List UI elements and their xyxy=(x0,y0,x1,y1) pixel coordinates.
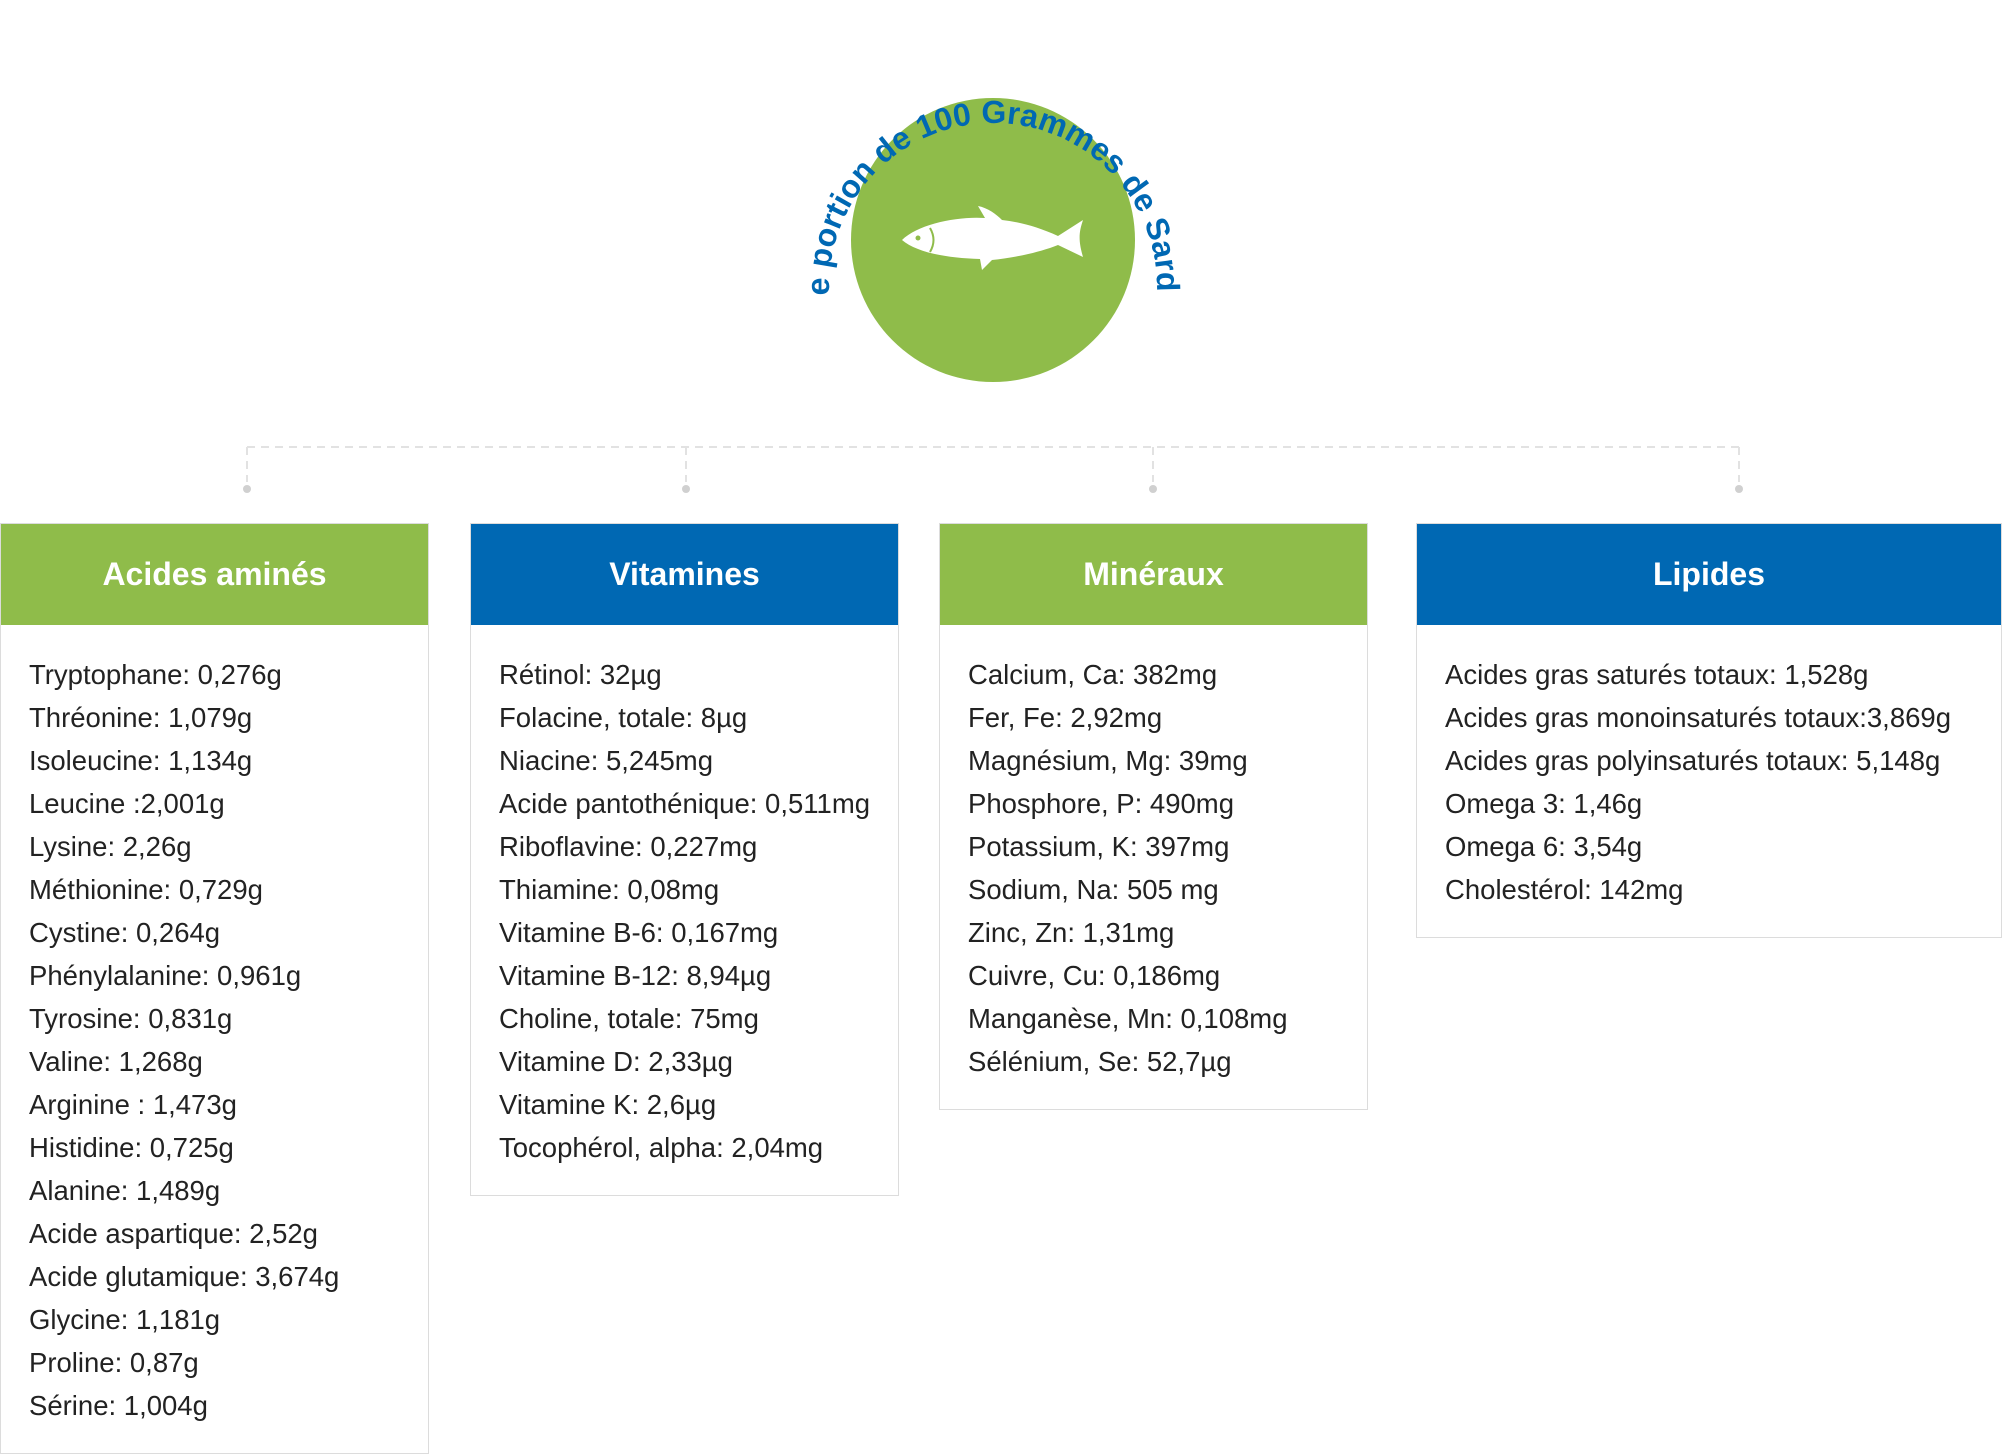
connector-lines xyxy=(246,446,1740,482)
nutrient-item: Potassium, K: 397mg xyxy=(968,831,1230,862)
diagram-header: Une portion de 100 Grammes de Sardine xyxy=(0,0,1743,493)
nutrient-item: Arginine : 1,473g xyxy=(29,1089,237,1120)
nutrient-item: Phosphore, P: 490mg xyxy=(968,788,1235,819)
nutrient-item: Riboflavine: 0,227mg xyxy=(499,831,758,862)
nutrient-item: Tryptophane: 0,276g xyxy=(29,659,282,690)
fish-icon xyxy=(902,206,1083,270)
nutrient-item: Glycine: 1,181g xyxy=(29,1304,221,1335)
nutrient-item: Cystine: 0,264g xyxy=(29,917,221,948)
nutrient-item: Calcium, Ca: 382mg xyxy=(968,659,1218,690)
nutrient-item: Acides gras polyinsaturés totaux: 5,148g xyxy=(1445,745,1941,776)
nutrient-item: Thiamine: 0,08mg xyxy=(499,874,720,905)
nutrient-item: Phénylalanine: 0,961g xyxy=(29,960,302,991)
nutrient-item: Sodium, Na: 505 mg xyxy=(968,874,1219,905)
nutrient-item: Folacine, totale: 8µg xyxy=(499,702,748,733)
nutrient-item: Cuivre, Cu: 0,186mg xyxy=(968,960,1221,991)
nutrient-item: Proline: 0,87g xyxy=(29,1347,199,1378)
connector-dots xyxy=(243,485,1743,493)
nutrient-item: Fer, Fe: 2,92mg xyxy=(968,702,1163,733)
nutrient-item: Alanine: 1,489g xyxy=(29,1175,221,1206)
nutrient-item: Zinc, Zn: 1,31mg xyxy=(968,917,1175,948)
nutrient-item: Vitamine B-12: 8,94µg xyxy=(499,960,772,991)
nutrient-item: Valine: 1,268g xyxy=(29,1046,203,1077)
nutrient-item: Isoleucine: 1,134g xyxy=(29,745,253,776)
nutrient-item: Niacine: 5,245mg xyxy=(499,745,714,776)
nutrient-item: Acide pantothénique: 0,511mg xyxy=(499,788,871,819)
nutrient-item: Tocophérol, alpha: 2,04mg xyxy=(499,1132,824,1163)
category-header: Acides aminés xyxy=(1,524,428,625)
nutrient-item: Omega 3: 1,46g xyxy=(1445,788,1643,819)
nutrient-item: Acide glutamique: 3,674g xyxy=(29,1261,340,1292)
nutrient-item: Thréonine: 1,079g xyxy=(29,702,253,733)
nutrient-item: Manganèse, Mn: 0,108mg xyxy=(968,1003,1288,1034)
nutrient-item: Histidine: 0,725g xyxy=(29,1132,234,1163)
nutrient-item: Acides gras saturés totaux: 1,528g xyxy=(1445,659,1869,690)
nutrient-item: Lysine: 2,26g xyxy=(29,831,192,862)
nutrient-item: Rétinol: 32µg xyxy=(499,659,662,690)
nutrient-item: Choline, totale: 75mg xyxy=(499,1003,759,1034)
nutrient-item: Vitamine B-6: 0,167mg xyxy=(499,917,779,948)
nutrient-item: Magnésium, Mg: 39mg xyxy=(968,745,1248,776)
category-header: Minéraux xyxy=(940,524,1367,625)
nutrient-item: Sérine: 1,004g xyxy=(29,1390,208,1421)
nutrient-item: Vitamine D: 2,33µg xyxy=(499,1046,733,1077)
nutrient-item: Acide aspartique: 2,52g xyxy=(29,1218,318,1249)
nutrient-item: Vitamine K: 2,6µg xyxy=(499,1089,717,1120)
nutrient-item: Acides gras monoinsaturés totaux:3,869g xyxy=(1445,702,1951,733)
nutrient-item: Méthionine: 0,729g xyxy=(29,874,263,905)
category-header: Lipides xyxy=(1417,524,2001,625)
nutrient-item: Cholestérol: 142mg xyxy=(1445,874,1684,905)
nutrient-item: Leucine :2,001g xyxy=(29,788,225,819)
nutrient-item: Omega 6: 3,54g xyxy=(1445,831,1643,862)
nutrient-item: Tyrosine: 0,831g xyxy=(29,1003,233,1034)
nutrient-item: Sélénium, Se: 52,7µg xyxy=(968,1046,1232,1077)
category-header: Vitamines xyxy=(471,524,898,625)
